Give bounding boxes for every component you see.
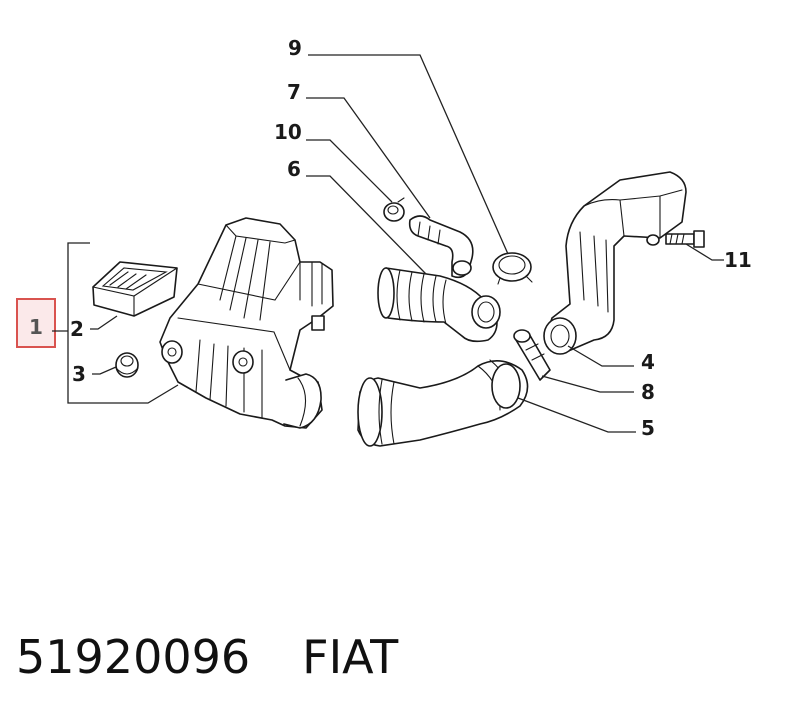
leader-7 [306,97,431,219]
callout-2-label: 2 [70,317,84,341]
part-2-filter-element[interactable] [92,261,178,317]
callout-8-label: 8 [641,380,655,404]
manufacturer-name: FIAT [302,630,399,684]
callout-1-highlight-box[interactable] [16,298,56,348]
leader-11 [685,243,724,261]
leader-10 [306,139,393,203]
leader-2 [90,315,118,330]
callout-9-label: 9 [288,36,302,60]
leader-8 [541,375,634,393]
part-7-bent-hose[interactable] [408,215,474,279]
callout-5-label: 5 [641,416,655,440]
callout-1-label: 1 [29,315,43,339]
callout-3-label: 3 [72,362,86,386]
leader-9 [308,54,509,255]
part-9-hose-clip[interactable] [492,252,533,285]
air-filter-housing[interactable] [159,217,334,429]
leader-4 [567,345,634,367]
part-3-grommet[interactable] [115,352,139,378]
part-8-hose-clamp[interactable] [513,329,551,381]
part-11-bolt[interactable] [665,230,705,248]
part-6-corrugated-hose[interactable] [377,267,501,343]
callout-7-label: 7 [287,80,301,104]
part-4-air-duct[interactable] [543,171,687,355]
callout-6-label: 6 [287,157,301,181]
leader-6 [306,175,427,275]
assembly-bracket [52,242,179,404]
part-5-elbow-hose[interactable] [357,359,529,447]
callout-10-label: 10 [274,120,302,144]
leader-5 [517,397,636,433]
leader-3 [92,366,117,375]
footer: 51920096 FIAT [16,630,786,690]
callout-4-label: 4 [641,350,655,374]
part-10-clamp[interactable] [383,197,405,222]
part-number: 51920096 [16,630,251,684]
callout-11-label: 11 [724,248,752,272]
